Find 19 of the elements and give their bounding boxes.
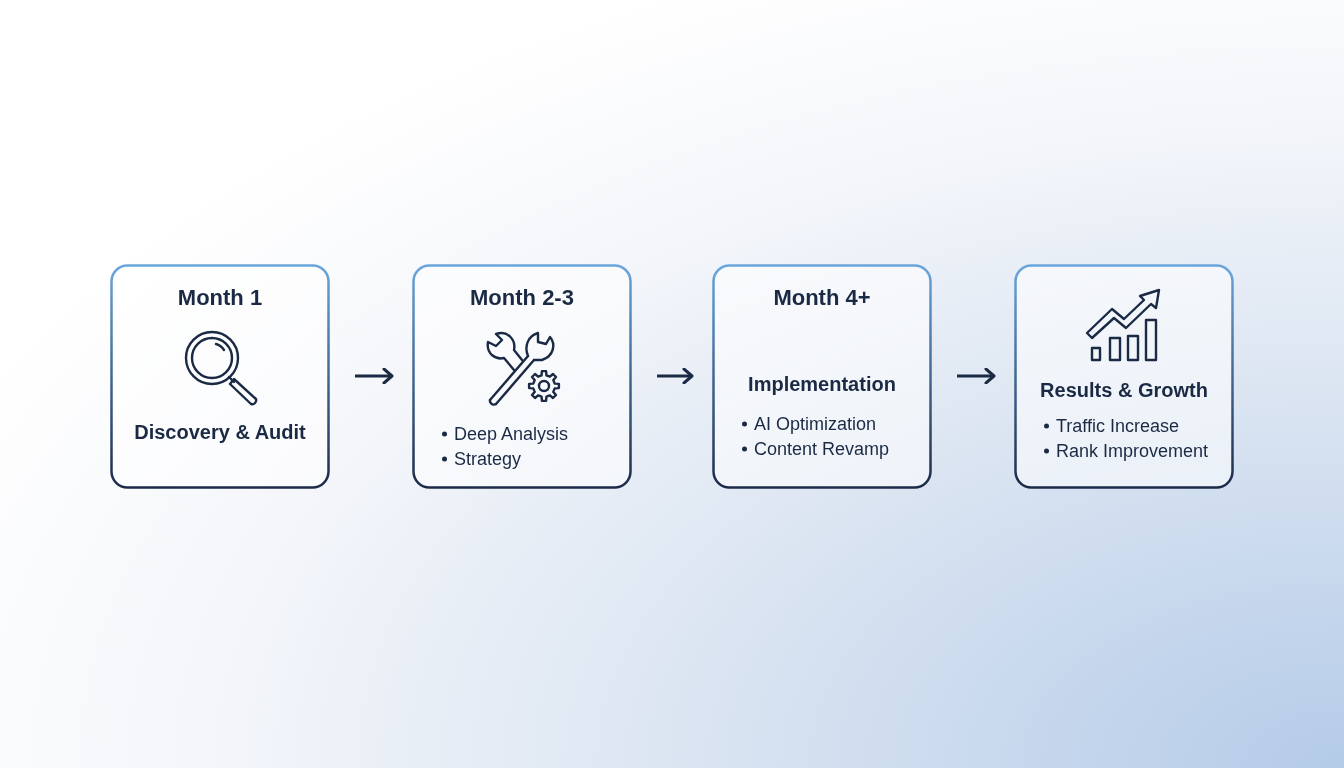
card-title: Implementation	[747, 372, 897, 396]
card-title: Results & Growth	[1039, 378, 1209, 402]
arrow	[957, 367, 996, 385]
card-heading: Month 2-3	[469, 285, 575, 311]
card-heading: Month 1	[176, 285, 264, 311]
card-heading: Month 4+	[772, 285, 872, 311]
bullet-text: Deep Analysis	[454, 423, 569, 445]
bullet-text: Traffic Increase	[1056, 415, 1180, 437]
bullet-text: Content Revamp	[754, 438, 890, 460]
arrow	[657, 367, 694, 385]
step-card	[712, 264, 932, 489]
step-card	[1014, 264, 1234, 489]
card-title: Discovery & Audit	[133, 420, 307, 444]
step-card	[110, 264, 330, 489]
arrow	[355, 367, 394, 385]
bullet-text: Strategy	[454, 448, 522, 470]
bullet-text: AI Optimization	[754, 413, 877, 435]
step-card	[412, 264, 632, 489]
bullet-text: Rank Improvement	[1056, 440, 1209, 462]
